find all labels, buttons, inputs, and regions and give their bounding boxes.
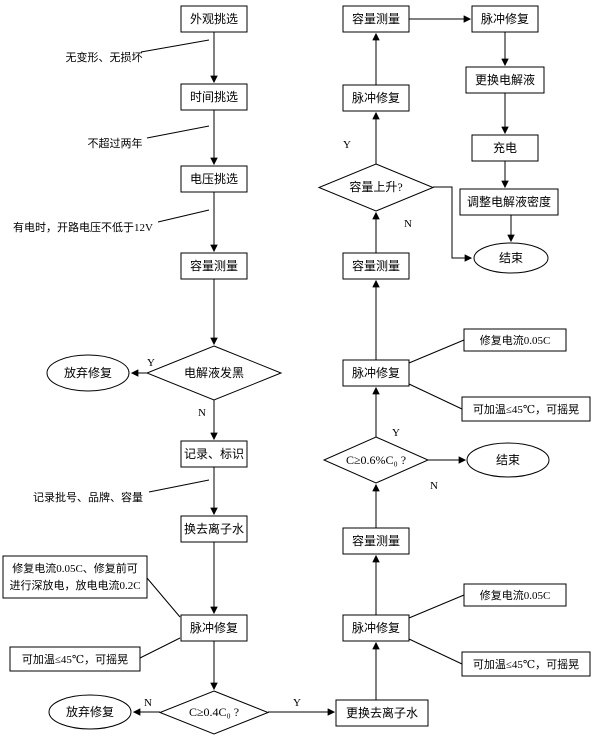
node-replace-electrolyte: [465, 66, 545, 94]
terminal-abandon-repair-1-label: 放弃修复: [64, 365, 112, 380]
node-adjust-electrolyte-density-label: 调整电解液密度: [467, 194, 551, 209]
terminal-end-mid-label: 结束: [496, 453, 520, 467]
note-heat-shake-left-label: 可加温≤45℃，可摇晃: [22, 652, 128, 666]
node-voltage-pick-label: 电压挑选: [190, 172, 238, 186]
node-pulse-repair-mid-lower-label: 脉冲修复: [352, 620, 400, 635]
leader-lines: [139, 39, 465, 665]
node-pulse-repair-mid-top: [342, 84, 410, 112]
node-capacity-measure-left: [180, 252, 248, 280]
branch-label-no-cap06: N: [430, 480, 438, 492]
note-deep-discharge-line1: 修复电流0.05C、修复前可: [12, 561, 138, 575]
node-time-pick-label: 时间挑选: [190, 90, 238, 104]
decision-electrolyte-blackened: [145, 345, 283, 401]
leader-line: [148, 479, 210, 493]
node-voltage-pick: [180, 165, 248, 193]
node-record-mark: [180, 440, 248, 468]
leader-line: [146, 125, 210, 139]
node-time-pick: [180, 83, 248, 111]
leader-line: [146, 577, 181, 618]
node-pulse-repair-mid-top-label: 脉冲修复: [352, 90, 400, 105]
node-pulse-repair-top-right-label: 脉冲修复: [481, 11, 529, 26]
decision-capacity-rising-label: 容量上升?: [349, 179, 402, 194]
leader-line: [408, 339, 465, 364]
terminal-end-mid: [466, 442, 550, 478]
decision-capacity-ge-06-label: C≥0.6%C₀ ?: [346, 453, 406, 467]
leader-line: [408, 638, 463, 665]
branch-label-yes-cap04: Y: [293, 697, 301, 709]
decision-electrolyte-blackened-label: 电解液发黑: [184, 365, 244, 380]
terminal-abandon-repair-2-label: 放弃修复: [66, 704, 114, 719]
main-flow-connectors: [130, 15, 515, 716]
note-box-repair-current-lower: [463, 583, 567, 607]
note-record-details: 记录批号、品牌、容量: [33, 490, 143, 504]
connector-no-end-top: [433, 186, 473, 262]
node-replace-deionized-water: [335, 699, 429, 727]
node-charge: [471, 134, 539, 162]
leader-line: [139, 637, 181, 659]
node-adjust-electrolyte-density: [459, 188, 559, 216]
node-pulse-repair-mid-upper-label: 脉冲修复: [352, 365, 400, 380]
branch-label-no-electrolyte: N: [198, 407, 206, 419]
note-deep-discharge-line2: 进行深放电，放电电流0.2C: [9, 578, 140, 592]
leader-line: [408, 383, 463, 410]
node-pulse-repair-top-right: [471, 5, 539, 33]
node-change-deionized-water-label: 换去离子水: [184, 521, 244, 536]
node-change-deionized-water: [180, 515, 248, 543]
terminal-abandon-repair-2: [48, 694, 132, 730]
note-box-heat-shake-left: [9, 646, 141, 672]
decision-capacity-ge-06: [322, 436, 430, 484]
node-replace-electrolyte-label: 更换电解液: [475, 72, 535, 87]
node-pulse-repair-mid-lower: [342, 614, 410, 642]
node-capacity-measure-mid-upper-label: 容量测量: [352, 258, 400, 273]
branch-label-yes-electrolyte: Y: [147, 357, 155, 369]
note-open-circuit-voltage: 有电时，开路电压不低于12V: [13, 220, 153, 234]
node-pulse-repair-left: [180, 614, 248, 642]
decision-capacity-rising: [317, 163, 435, 212]
branch-label-yes-rising: Y: [343, 139, 351, 151]
decision-capacity-ge-04: [158, 690, 270, 735]
node-capacity-measure-mid-upper: [342, 252, 410, 280]
branch-label-no-cap04: N: [144, 697, 152, 709]
terminal-end-top-label: 结束: [499, 251, 523, 265]
branch-label-no-rising: N: [404, 218, 412, 230]
branch-label-yes-cap06: Y: [392, 427, 400, 439]
node-replace-deionized-water-label: 更换去离子水: [346, 705, 418, 720]
note-repair-current-upper-label: 修复电流0.05C: [480, 333, 551, 347]
node-appearance-pick-label: 外观挑选: [190, 12, 238, 26]
note-box-deep-discharge: [2, 555, 148, 599]
note-not-over-two-years: 不超过两年: [88, 136, 143, 150]
node-charge-label: 充电: [493, 140, 517, 155]
node-capacity-measure-mid-lower: [342, 527, 410, 555]
node-record-mark-label: 记录、标识: [184, 447, 244, 461]
leader-line: [157, 209, 210, 223]
node-capacity-measure-top-label: 容量测量: [352, 11, 400, 26]
node-appearance-pick: [180, 5, 248, 33]
decision-capacity-ge-04-label: C≥0.4C₀ ?: [189, 705, 239, 719]
node-pulse-repair-mid-upper: [342, 359, 410, 387]
node-capacity-measure-top: [342, 5, 410, 33]
note-repair-current-lower-label: 修复电流0.05C: [480, 588, 551, 602]
leader-line: [140, 39, 210, 53]
node-capacity-measure-left-label: 容量测量: [190, 258, 238, 273]
terminal-end-top: [473, 242, 549, 274]
note-no-deformation: 无变形、无损坏: [66, 50, 143, 64]
note-heat-shake-upper-label: 可加温≤45℃，可摇晃: [473, 402, 579, 416]
terminal-abandon-repair-1: [46, 354, 130, 392]
leader-line: [408, 594, 465, 619]
note-heat-shake-lower-label: 可加温≤45℃，可摇晃: [473, 657, 579, 671]
node-pulse-repair-left-label: 脉冲修复: [190, 620, 238, 635]
note-box-heat-shake-lower: [461, 651, 591, 677]
note-box-heat-shake-upper: [461, 396, 591, 422]
note-box-repair-current-upper: [463, 328, 567, 352]
node-capacity-measure-mid-lower-label: 容量测量: [352, 533, 400, 548]
